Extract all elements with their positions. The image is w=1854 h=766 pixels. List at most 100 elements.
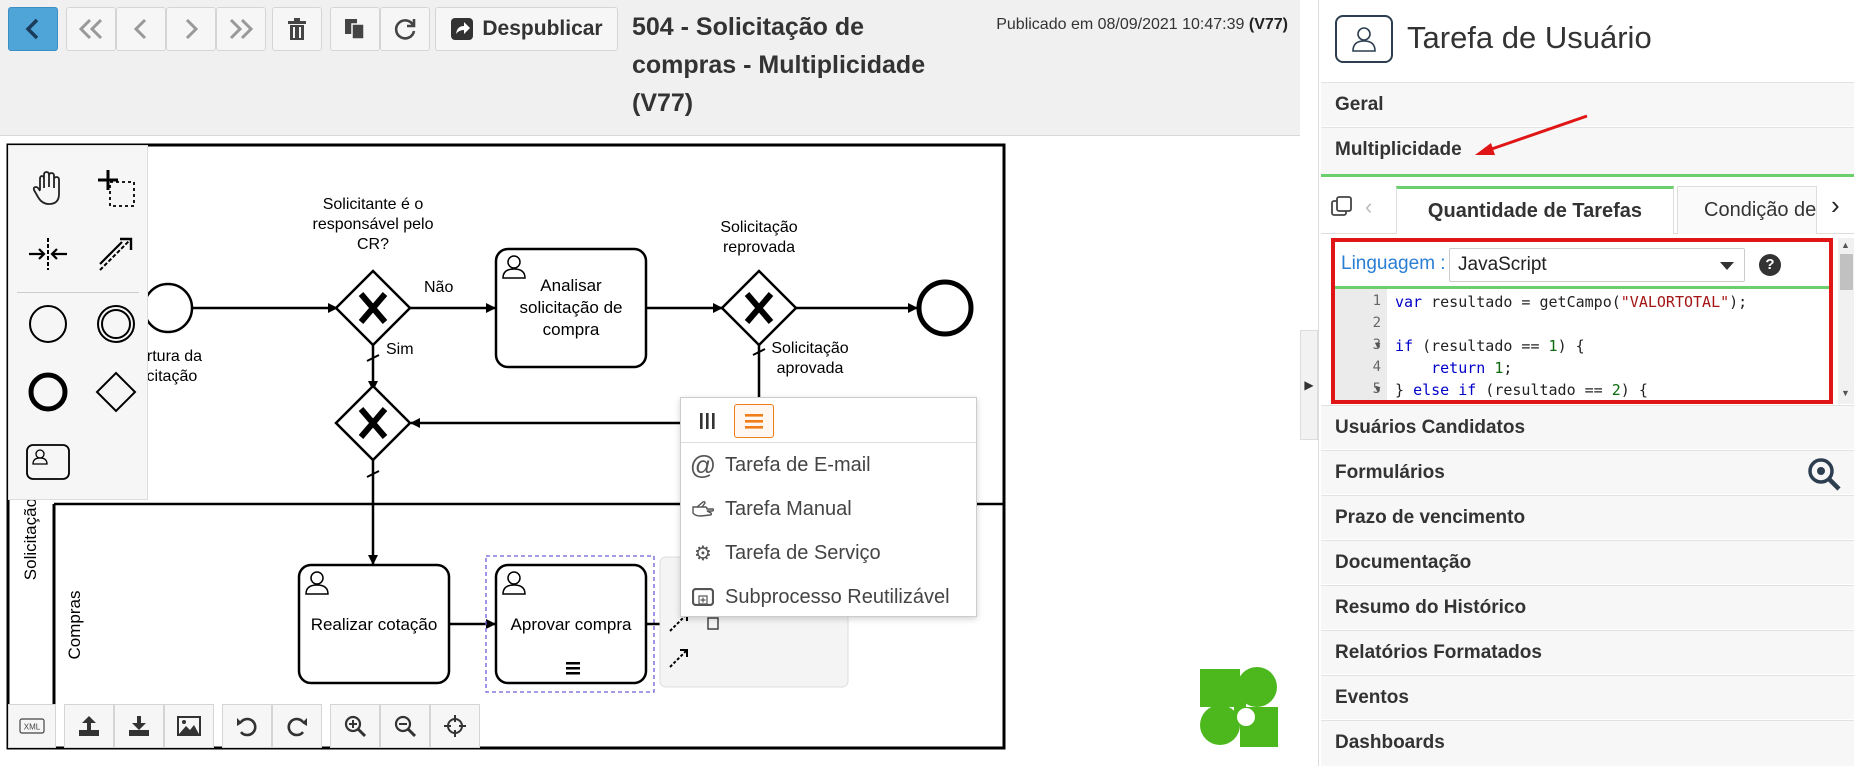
create-gateway[interactable] xyxy=(88,364,144,420)
gateway-exclusive-1[interactable] xyxy=(334,269,412,347)
start-event-icon xyxy=(29,305,67,343)
create-user-task[interactable] xyxy=(20,434,76,490)
copy-icon xyxy=(345,19,365,40)
line-number: 3 xyxy=(1372,337,1381,353)
undo-button[interactable] xyxy=(222,704,272,748)
panel-scrollbar[interactable]: ▲ ▼ xyxy=(1838,238,1854,404)
create-start-event[interactable] xyxy=(20,296,76,352)
multi-instance-icon xyxy=(566,662,580,675)
user-task-icon xyxy=(26,444,70,480)
section-prazo-vencimento[interactable]: Prazo de vencimento xyxy=(1321,495,1854,539)
refresh-icon xyxy=(394,19,416,40)
export-xml-button[interactable]: XML xyxy=(8,704,56,748)
zoom-out-button[interactable] xyxy=(380,704,430,748)
section-resumo-historico[interactable]: Resumo do Histórico xyxy=(1321,585,1854,629)
previous-version-button[interactable] xyxy=(116,7,166,51)
copy-icon[interactable] xyxy=(1331,196,1353,223)
user-icon xyxy=(502,254,526,279)
code-editor[interactable]: 1 2 3 4 5 ▼ ▼ var resultado = getCampo("… xyxy=(1335,289,1829,400)
last-version-button[interactable] xyxy=(216,7,266,51)
section-usuarios-candidatos[interactable]: Usuários Candidatos xyxy=(1321,405,1854,449)
menu-item-label: Tarefa de E-mail xyxy=(725,453,871,476)
code-line: } else if (resultado == 2) { xyxy=(1395,381,1648,399)
redo-button[interactable] xyxy=(272,704,322,748)
redo-icon xyxy=(287,717,307,737)
create-intermediate-event[interactable] xyxy=(88,296,144,352)
section-geral[interactable]: Geral xyxy=(1321,82,1854,126)
crosshair-icon xyxy=(444,715,466,737)
space-tool[interactable] xyxy=(20,226,76,282)
code-line: return 1; xyxy=(1431,359,1513,377)
language-select[interactable]: JavaScript xyxy=(1449,248,1745,282)
document-title: 504 - Solicitação de compras - Multiplic… xyxy=(632,13,926,117)
panel-collapse-handle[interactable]: ▶ xyxy=(1300,330,1318,440)
script-editor-box: Linguagem : JavaScript ? 1 2 3 4 5 ▼ ▼ v… xyxy=(1331,238,1833,404)
tabs-next-icon[interactable]: › xyxy=(1831,190,1840,220)
next-version-button[interactable] xyxy=(166,7,216,51)
help-icon[interactable]: ? xyxy=(1759,254,1781,276)
zoom-in-button[interactable] xyxy=(330,704,380,748)
menu-item-email-task[interactable]: @ Tarefa de E-mail xyxy=(681,443,976,487)
refresh-button[interactable] xyxy=(380,7,430,51)
task-aprovar-label: Aprovar compra xyxy=(511,615,632,634)
lasso-tool[interactable] xyxy=(88,160,144,216)
language-value: JavaScript xyxy=(1458,254,1547,275)
fold-caret-icon[interactable]: ▼ xyxy=(1375,341,1381,351)
download-button[interactable] xyxy=(114,704,164,748)
first-version-button[interactable] xyxy=(66,7,116,51)
line-number: 2 xyxy=(1372,315,1381,331)
fold-caret-icon[interactable]: ▼ xyxy=(1375,385,1381,395)
section-multiplicidade[interactable]: Multiplicidade xyxy=(1321,127,1854,177)
global-connect-tool[interactable] xyxy=(88,226,144,282)
space-tool-icon xyxy=(29,238,67,270)
zoom-in-icon xyxy=(344,715,367,738)
xml-file-icon: XML xyxy=(19,718,45,734)
gateway-exclusive-2[interactable] xyxy=(720,269,798,347)
double-chevron-left-icon xyxy=(78,18,103,40)
code-line: var resultado = getCampo("VALORTOTAL"); xyxy=(1395,293,1748,311)
tab-quantidade-tarefas[interactable]: Quantidade de Tarefas xyxy=(1396,186,1674,234)
tabs-prev-icon[interactable]: ‹ xyxy=(1365,194,1373,219)
gateway-exclusive-3[interactable] xyxy=(334,384,412,462)
section-documentacao[interactable]: Documentação xyxy=(1321,540,1854,584)
unpublish-button[interactable]: Despublicar xyxy=(435,7,618,51)
bpmn-canvas[interactable]: Solicitação d Compras ertura da icitação… xyxy=(0,137,1300,766)
section-dashboards[interactable]: Dashboards xyxy=(1321,720,1854,766)
properties-header: Tarefa de Usuário xyxy=(1319,0,1854,82)
intermediate-event-icon xyxy=(97,305,135,343)
image-icon xyxy=(177,716,201,736)
menu-item-manual-task[interactable]: Tarefa Manual xyxy=(681,487,976,531)
fit-viewport-button[interactable] xyxy=(430,704,480,748)
zoom-out-icon xyxy=(394,715,417,738)
sequential-multi-instance-toggle[interactable] xyxy=(734,404,774,438)
lane-label-outer: Solicitação d xyxy=(21,484,40,580)
search-icon[interactable] xyxy=(1805,457,1843,491)
end-event[interactable] xyxy=(916,279,974,337)
tab-condicao[interactable]: Condição de xyxy=(1677,186,1817,234)
unpublish-label: Despublicar xyxy=(482,17,603,40)
section-eventos[interactable]: Eventos xyxy=(1321,675,1854,719)
parallel-multi-instance-toggle[interactable] xyxy=(687,404,727,438)
back-button[interactable] xyxy=(8,7,58,51)
section-formularios[interactable]: Formulários xyxy=(1321,450,1854,494)
connect-arrow-icon xyxy=(99,237,133,271)
sequential-bars-icon xyxy=(745,414,763,429)
upload-button[interactable] xyxy=(64,704,114,748)
copy-button[interactable] xyxy=(330,7,380,51)
section-relatorios-formatados[interactable]: Relatórios Formatados xyxy=(1321,630,1854,674)
create-end-event[interactable] xyxy=(20,364,76,420)
start-event[interactable] xyxy=(142,282,194,334)
export-image-button[interactable] xyxy=(164,704,214,748)
double-chevron-right-icon xyxy=(229,18,254,40)
line-number: 4 xyxy=(1372,359,1381,375)
delete-button[interactable] xyxy=(272,7,322,51)
user-icon xyxy=(502,571,526,595)
hand-tool[interactable] xyxy=(20,160,76,216)
connect-arrow-icon[interactable] xyxy=(669,649,688,668)
menu-item-call-activity[interactable]: Subprocesso Reutilizável xyxy=(681,575,976,619)
menu-item-service-task[interactable]: ⚙ Tarefa de Serviço xyxy=(681,531,976,575)
default-flow-mark-2 xyxy=(752,348,766,356)
gateway-icon xyxy=(95,371,137,413)
